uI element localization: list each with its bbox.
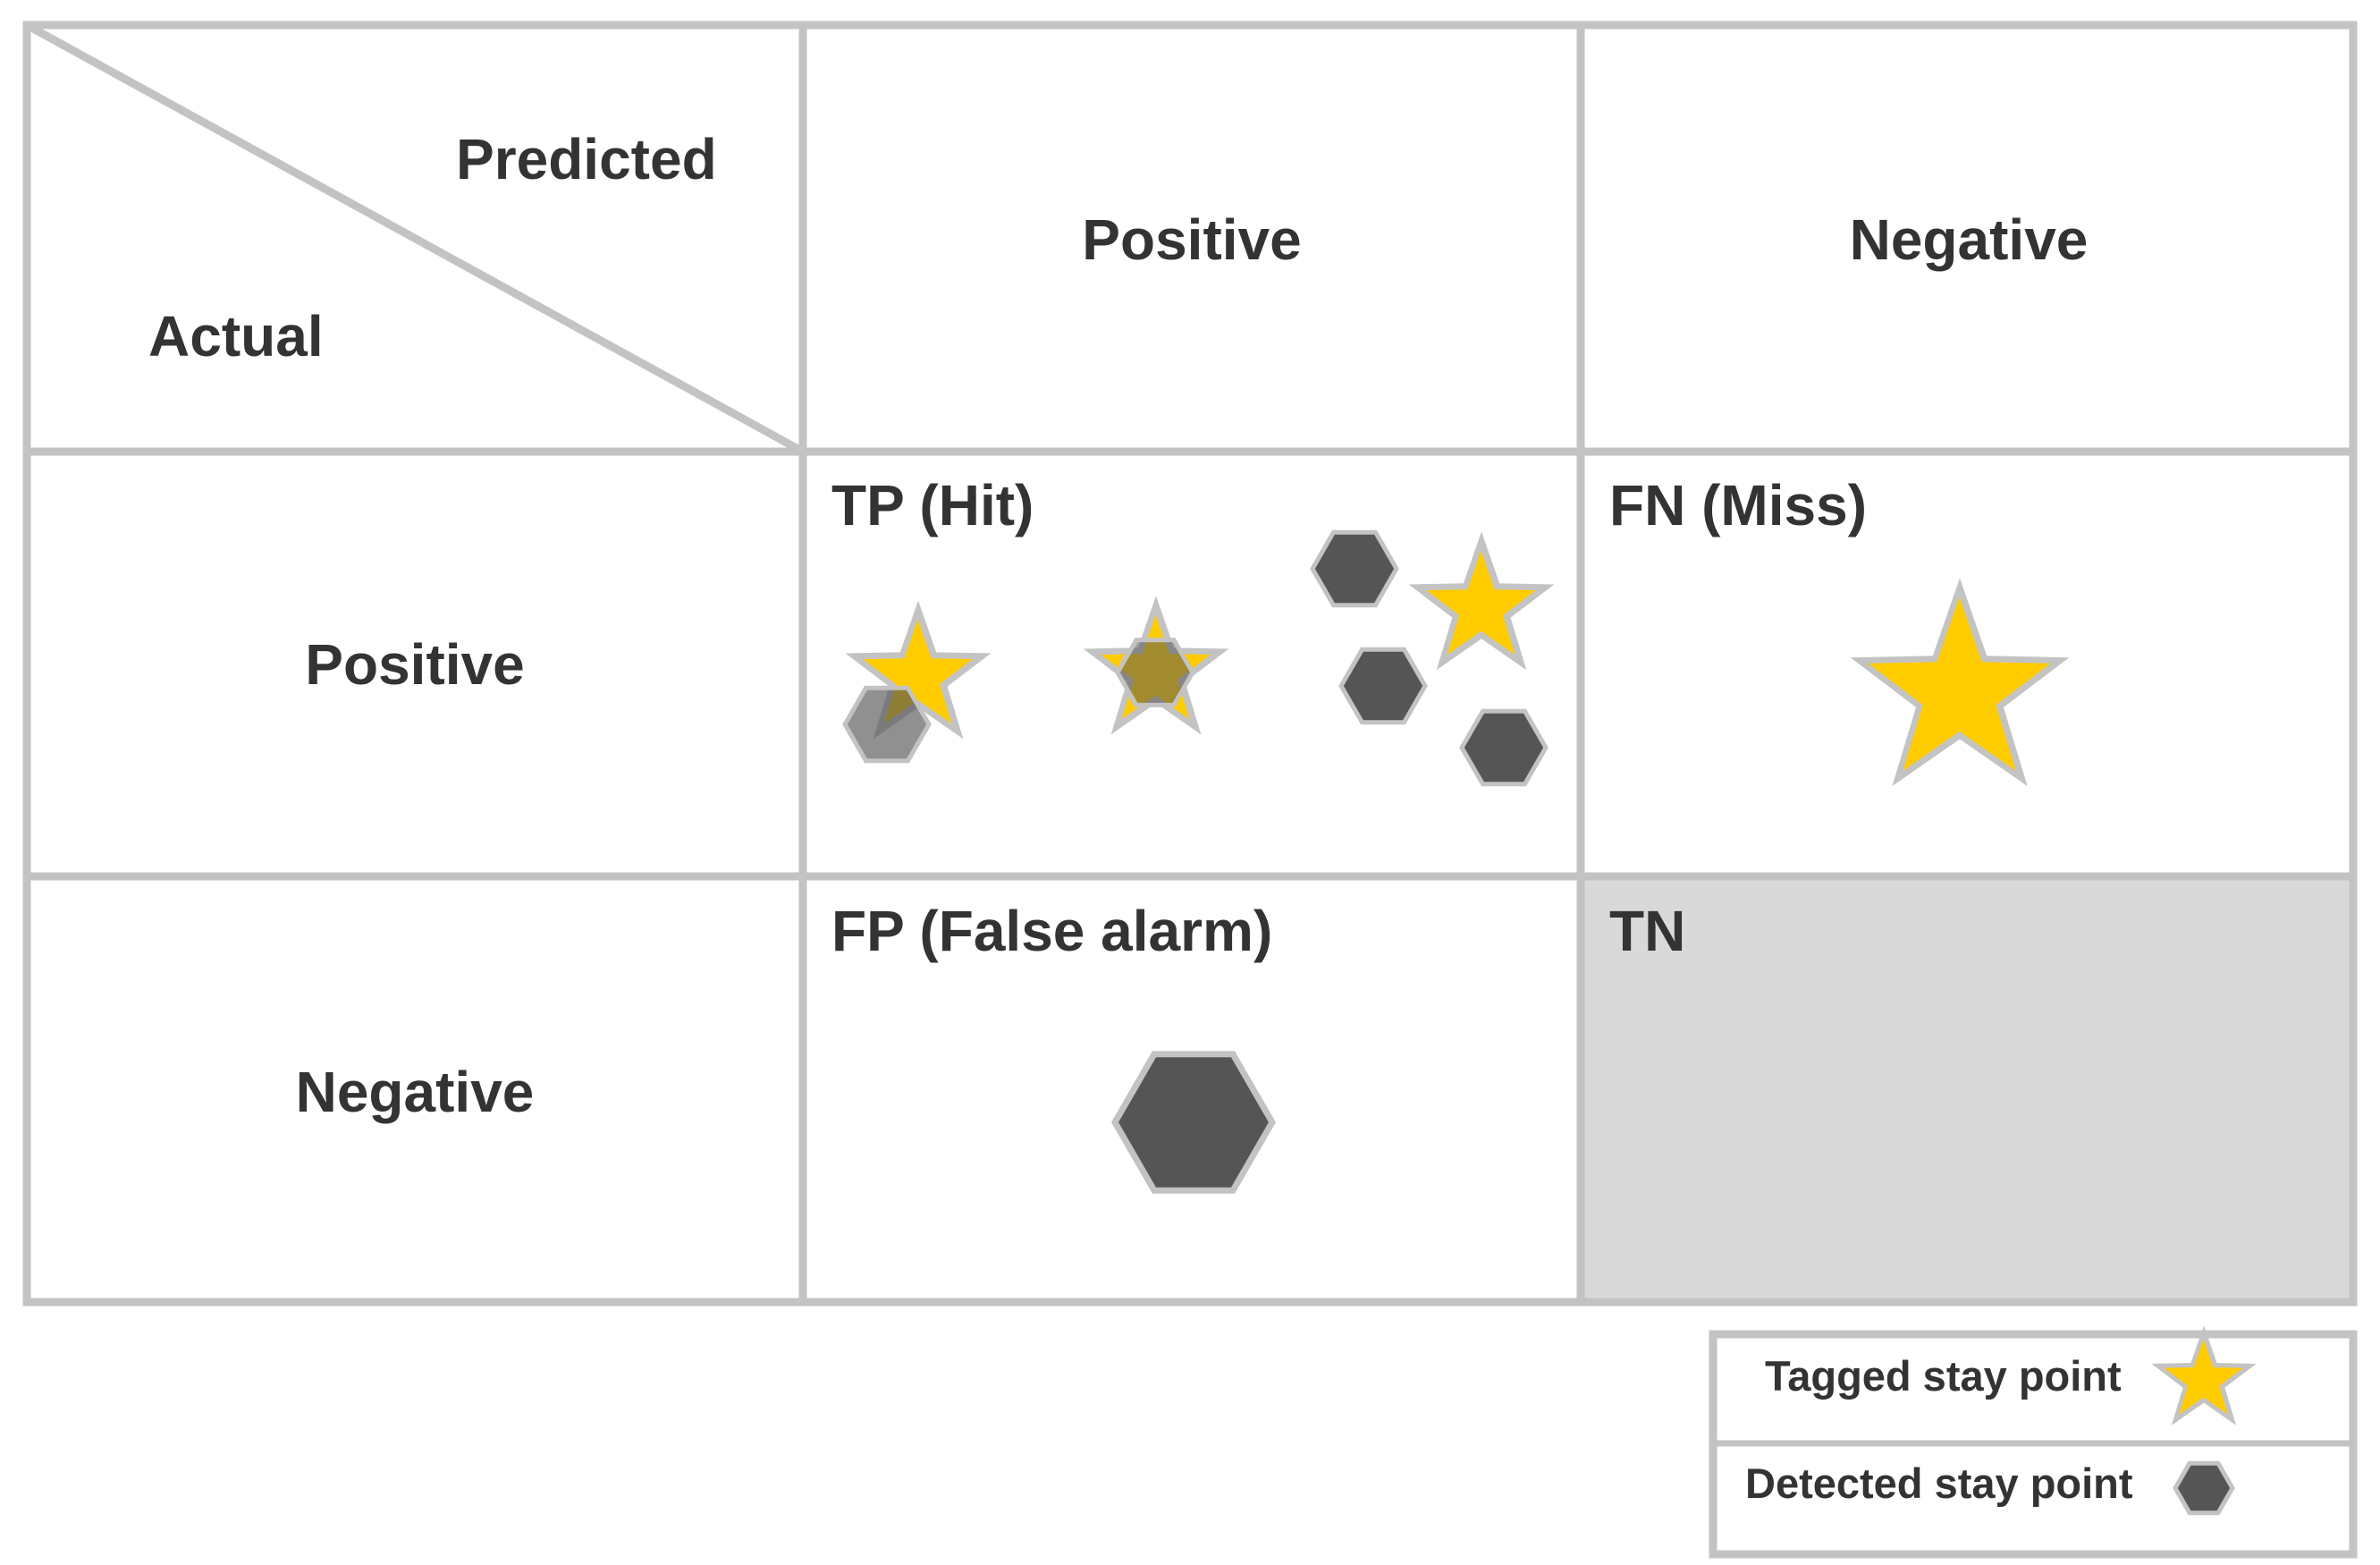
tn-cell-background <box>1581 876 2353 1302</box>
matrix-grid <box>22 21 2358 1307</box>
row-header-negative: Negative <box>296 1060 535 1124</box>
tp-hexagon-icon <box>842 685 932 764</box>
corner-diagonal <box>24 21 806 455</box>
tn-cell-title: TN <box>1609 899 1685 963</box>
legend-hexagon-icon <box>2173 1460 2235 1516</box>
tp-hexagon-icon <box>1338 647 1428 725</box>
fp-hexagon-icon <box>1110 1051 1277 1194</box>
column-header-positive: Positive <box>1082 207 1301 272</box>
fn-cell-title: FN (Miss) <box>1609 473 1867 537</box>
row-header-positive: Positive <box>305 632 524 697</box>
tp-cell-title: TP (Hit) <box>831 473 1034 537</box>
stay-point-markers <box>842 529 2070 1194</box>
fn-star-icon <box>1850 578 2070 787</box>
actual-label: Actual <box>148 304 324 368</box>
legend-detected-label: Detected stay point <box>1745 1459 2133 1507</box>
legend-tagged-label: Tagged stay point <box>1765 1352 2122 1400</box>
tp-star-icon <box>1408 531 1555 671</box>
legend-star-icon <box>2151 1325 2257 1425</box>
tp-hexagon-icon <box>1310 529 1399 608</box>
tp-hexagon-icon <box>1459 708 1549 787</box>
predicted-label: Predicted <box>456 127 717 191</box>
legend: Tagged stay point Detected stay point <box>1709 1325 2358 1559</box>
tp-hexagon-icon <box>1115 638 1195 707</box>
column-header-negative: Negative <box>1850 207 2089 272</box>
fp-cell-title: FP (False alarm) <box>831 899 1272 963</box>
